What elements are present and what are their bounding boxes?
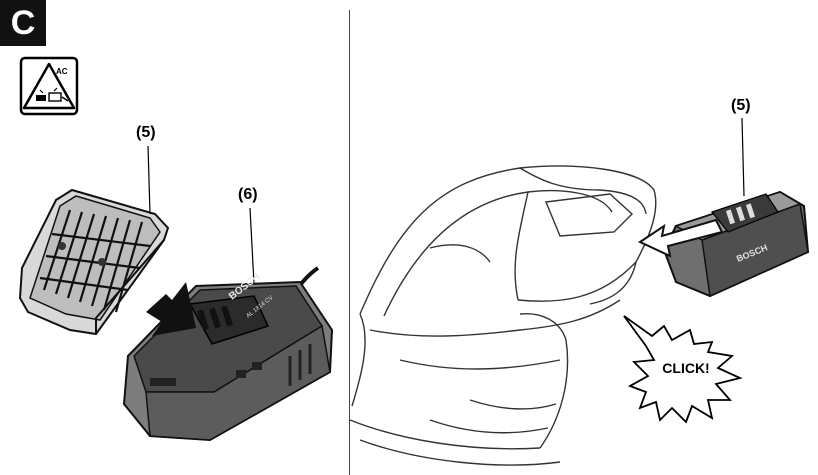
tool-housing-outline bbox=[350, 166, 656, 465]
callout-battery-right: (5) bbox=[731, 97, 751, 115]
charger-unit: BOSCH AL 1814 CV bbox=[124, 268, 332, 440]
callout-battery-left: (5) bbox=[136, 124, 156, 142]
insert-arrow-icon bbox=[146, 282, 196, 336]
leader-line-battery-left bbox=[148, 146, 150, 214]
click-label: CLICK! bbox=[662, 360, 709, 376]
ac-charger-warning-icon: AC bbox=[21, 58, 77, 114]
battery-pack-left bbox=[20, 190, 168, 334]
battery-pack-right: BOSCH bbox=[664, 192, 808, 296]
ac-label: AC bbox=[56, 67, 68, 76]
leader-line-battery-right bbox=[742, 118, 744, 196]
callout-charger: (6) bbox=[238, 186, 258, 204]
click-starburst-icon: CLICK! bbox=[624, 316, 740, 422]
